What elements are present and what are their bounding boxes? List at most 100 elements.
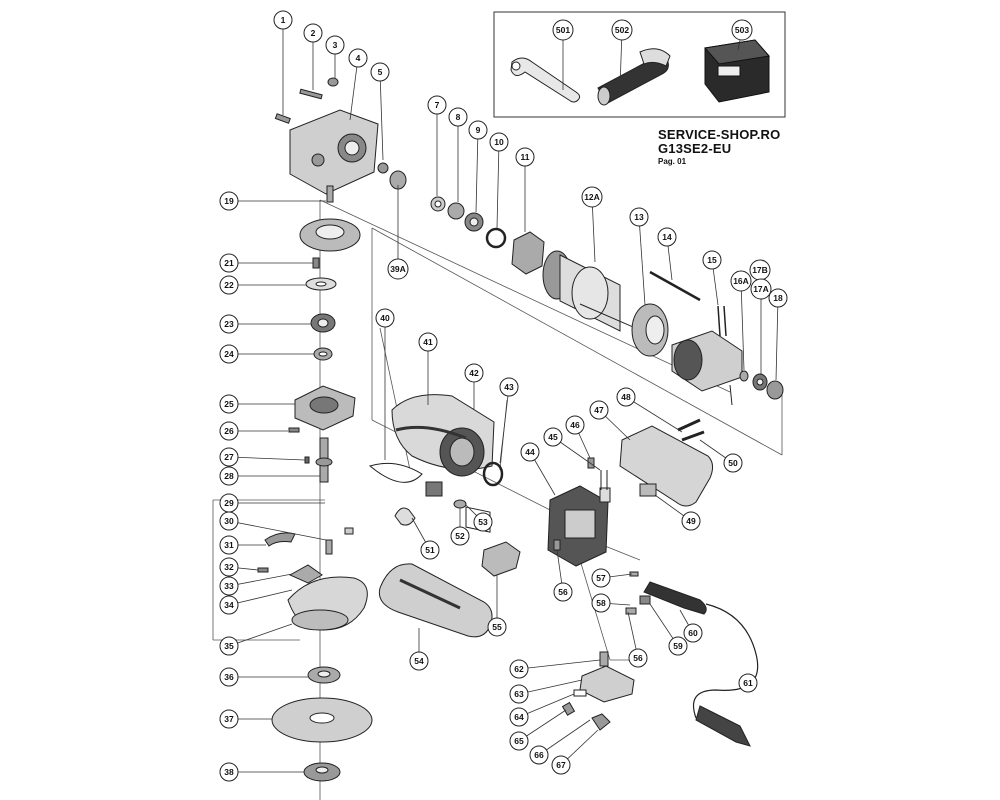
lock-lever-icon: [561, 651, 635, 731]
part-callout-circle: [418, 332, 438, 352]
part-callout-label: 21: [224, 258, 234, 268]
part-callout-circle: [768, 288, 788, 308]
brush-holder-icon: [394, 481, 467, 526]
part-callout-circle: [219, 344, 239, 364]
power-cord-icon: [625, 571, 759, 747]
callout-leader-line: [228, 520, 327, 541]
part-callout-label: 59: [673, 641, 683, 651]
callout-leader-line: [518, 693, 575, 718]
part-callout-label: 30: [224, 516, 234, 526]
gear-cover-icon: [288, 385, 356, 433]
part-callout-label: 56: [633, 653, 643, 663]
part-callout-circle: [520, 442, 540, 462]
part-callout-label: 32: [224, 562, 234, 572]
part-callout-label: 45: [548, 432, 558, 442]
part-callout-circle: [629, 207, 649, 227]
part-callout-label: 11: [521, 152, 530, 162]
part-callout-circle: [681, 511, 701, 531]
part-callout-label: 46: [570, 420, 580, 430]
part-callout-circle: [581, 186, 603, 208]
part-callout-circle: [489, 132, 509, 152]
callout-leader-line: [228, 589, 293, 606]
part-callout-label: 31: [224, 540, 234, 550]
part-callout-label: 58: [596, 598, 606, 608]
callout-leader-line: [552, 436, 601, 471]
part-callout-circle: [387, 258, 409, 280]
accessory-callout-label: 501: [556, 25, 570, 35]
part-callout-label: 56: [558, 587, 568, 597]
part-callout-circle: [219, 275, 239, 295]
model-code: G13SE2-EU: [658, 141, 732, 156]
accessory-callout-label: 503: [735, 25, 749, 35]
callout-leader-line: [591, 196, 596, 263]
part-callout-label: 8: [456, 112, 461, 122]
part-callout-circle: [543, 427, 563, 447]
part-callout-circle: [509, 731, 529, 751]
lock-nut-icon: [303, 762, 341, 782]
part-callout-label: 3: [333, 40, 338, 50]
callout-leader-line: [379, 71, 384, 161]
part-callout-circle: [683, 623, 703, 643]
rear-bearings-icon: [739, 370, 784, 400]
part-callout-label: 50: [728, 458, 738, 468]
part-callout-label: 35: [224, 641, 234, 651]
callout-leader-line: [499, 386, 510, 464]
callout-leader-line: [625, 396, 683, 433]
accessory-callout-circle: [611, 19, 633, 41]
part-callout-circle: [529, 745, 549, 765]
part-callout-label: 38: [224, 767, 234, 777]
part-callout-label: 39A: [390, 264, 406, 274]
callout-leader-line: [228, 623, 293, 647]
part-callout-circle: [303, 23, 323, 43]
part-callout-label: 40: [380, 313, 390, 323]
part-callout-label: 48: [621, 392, 631, 402]
part-callout-circle: [219, 762, 239, 782]
part-callout-circle: [723, 453, 743, 473]
part-callout-circle: [565, 415, 585, 435]
part-callout-label: 47: [594, 405, 604, 415]
part-callout-circle: [219, 636, 239, 656]
part-callout-circle: [657, 227, 677, 247]
part-callout-circle: [375, 308, 395, 328]
part-callout-label: 19: [224, 196, 234, 206]
callout-leader-line: [475, 129, 479, 213]
part-callout-circle: [325, 35, 345, 55]
accessory-callout-circle: [552, 19, 574, 41]
dust-cover-icon: [368, 462, 423, 483]
part-callout-label: 36: [224, 672, 234, 682]
part-callout-circle: [219, 447, 239, 467]
part-callout-circle: [219, 314, 239, 334]
part-callout-circle: [219, 576, 239, 596]
switch-screws-icon: [553, 418, 705, 551]
part-callout-circle: [553, 582, 573, 602]
switch-cover-icon: [619, 425, 714, 507]
part-callout-circle: [616, 387, 636, 407]
part-callout-label: 34: [224, 600, 234, 610]
callout-leader-line: [496, 141, 500, 229]
part-callout-label: 29: [224, 498, 234, 508]
callout-leader-line: [228, 573, 293, 587]
callout-leader-line: [228, 456, 306, 461]
bevel-gear-icon: [299, 185, 361, 252]
part-callout-circle: [450, 526, 470, 546]
noise-filter-icon: [481, 541, 521, 577]
part-callout-label: 22: [224, 280, 234, 290]
callout-leader-line: [538, 719, 591, 756]
callout-leader-line: [518, 679, 583, 695]
o-ring-icon: [482, 461, 504, 487]
part-callout-circle: [219, 709, 239, 729]
part-callout-label: 2: [311, 28, 316, 38]
part-callout-label: 1: [281, 15, 286, 25]
shop-name: SERVICE-SHOP.RO: [658, 127, 781, 142]
part-callout-circle: [219, 394, 239, 414]
part-callout-label: 28: [224, 471, 234, 481]
part-callout-circle: [219, 535, 239, 555]
part-callout-circle: [628, 648, 648, 668]
accessory-callout-circle: [731, 19, 753, 41]
fan-guide-icon: [631, 303, 669, 357]
part-callout-label: 62: [514, 664, 524, 674]
part-callout-label: 5: [378, 67, 383, 77]
part-callout-label: 14: [662, 232, 672, 242]
stator-icon: [671, 305, 743, 406]
